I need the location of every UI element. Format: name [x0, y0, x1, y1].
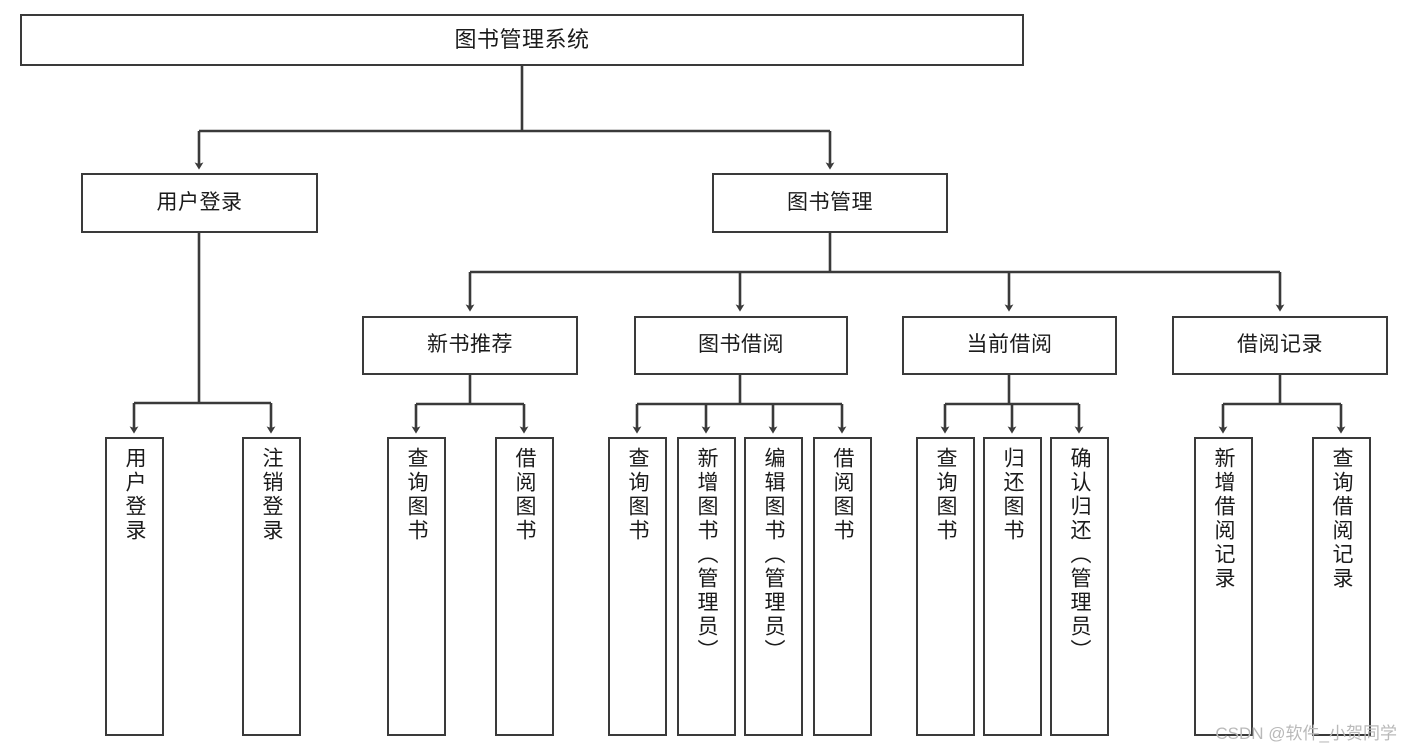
- node-label: 图书管理系统: [454, 27, 590, 53]
- node-book-management[interactable]: 图书管理: [712, 173, 948, 233]
- node-current-borrow[interactable]: 当前借阅: [902, 316, 1117, 375]
- node-label: 查询图书: [934, 447, 957, 543]
- node-new-book-recommend[interactable]: 新书推荐: [362, 316, 578, 375]
- node-label: 新增图书（管理员）: [695, 447, 718, 663]
- node-label: 借阅记录: [1237, 333, 1323, 357]
- node-label: 借阅图书: [831, 447, 854, 543]
- leaf-new-book-borrow[interactable]: 借阅图书: [495, 437, 554, 736]
- node-label: 图书管理: [787, 190, 873, 214]
- leaf-borrow-record-query[interactable]: 查询借阅记录: [1312, 437, 1371, 736]
- node-label: 用户登录: [123, 447, 146, 543]
- node-label: 用户登录: [156, 190, 243, 214]
- node-borrow-record[interactable]: 借阅记录: [1172, 316, 1388, 375]
- leaf-new-book-query[interactable]: 查询图书: [387, 437, 446, 736]
- node-label: 新增借阅记录: [1212, 447, 1235, 591]
- watermark: CSDN @软件_小贺同学: [1215, 724, 1397, 743]
- leaf-current-borrow-confirm-admin[interactable]: 确认归还（管理员）: [1050, 437, 1109, 736]
- node-label: 查询图书: [405, 447, 428, 543]
- leaf-current-borrow-return[interactable]: 归还图书: [983, 437, 1042, 736]
- node-label: 编辑图书（管理员）: [762, 447, 785, 663]
- node-label: 确认归还（管理员）: [1068, 447, 1091, 663]
- node-book-borrow[interactable]: 图书借阅: [634, 316, 848, 375]
- node-label: 归还图书: [1001, 447, 1024, 543]
- leaf-current-borrow-query[interactable]: 查询图书: [916, 437, 975, 736]
- leaf-borrow-record-add[interactable]: 新增借阅记录: [1194, 437, 1253, 736]
- leaf-user-login-signin[interactable]: 用户登录: [105, 437, 164, 736]
- node-label: 新书推荐: [427, 333, 513, 357]
- node-label: 查询图书: [626, 447, 649, 543]
- leaf-book-borrow-add-admin[interactable]: 新增图书（管理员）: [677, 437, 736, 736]
- node-root-book-management-system[interactable]: 图书管理系统: [20, 14, 1024, 66]
- leaf-user-login-signout[interactable]: 注销登录: [242, 437, 301, 736]
- node-user-login[interactable]: 用户登录: [81, 173, 318, 233]
- leaf-book-borrow-edit-admin[interactable]: 编辑图书（管理员）: [744, 437, 803, 736]
- leaf-book-borrow-borrow[interactable]: 借阅图书: [813, 437, 872, 736]
- node-label: 借阅图书: [513, 447, 536, 543]
- node-label: 图书借阅: [698, 333, 784, 357]
- node-label: 查询借阅记录: [1330, 447, 1353, 591]
- node-label: 注销登录: [260, 447, 283, 543]
- leaf-book-borrow-query[interactable]: 查询图书: [608, 437, 667, 736]
- node-label: 当前借阅: [966, 333, 1053, 357]
